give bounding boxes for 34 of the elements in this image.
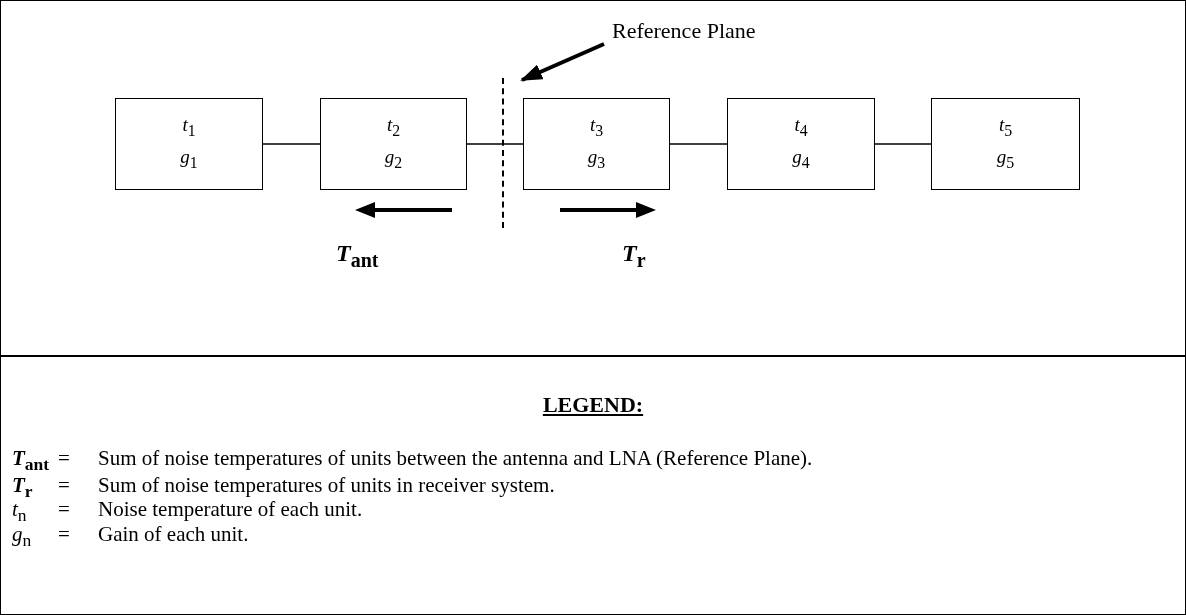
unit-symbol: g$_{1}$ — [180, 145, 198, 173]
equals-sign: = — [58, 497, 70, 522]
equals-sign: = — [58, 522, 70, 547]
legend-definition: Sum of noise temperatures of units between the antenna and LNA (Reference Plane). — [98, 446, 813, 471]
unit-box — [115, 98, 263, 190]
connector-line — [874, 143, 932, 145]
equals-sign: = — [58, 473, 70, 498]
connector-line — [466, 143, 524, 145]
connector-line — [669, 143, 728, 145]
reference-plane-line — [502, 78, 506, 228]
unit-box — [523, 98, 670, 190]
symbol-label: T$_{ant}$ — [336, 240, 379, 272]
unit-symbol: g$_{3}$ — [587, 145, 606, 173]
plane-label: Reference Plane — [612, 18, 822, 48]
equals-sign: = — [58, 446, 70, 471]
legend-symbol: T$_{ant}$ — [12, 446, 50, 476]
unit-symbol: t$_{4}$ — [794, 113, 808, 141]
leader-arrow — [520, 42, 605, 82]
unit-symbol: g$_{4}$ — [792, 145, 810, 173]
legend-definition: Sum of noise temperatures of units in receiver system. — [98, 473, 555, 498]
unit-symbol: t$_{2}$ — [386, 113, 401, 141]
unit-box — [320, 98, 467, 190]
symbol-label: T$_{r}$ — [622, 240, 646, 272]
connector-line — [262, 143, 321, 145]
unit-box — [727, 98, 875, 190]
unit-symbol: g$_{2}$ — [384, 145, 403, 173]
legend-definition: Gain of each unit. — [98, 522, 249, 547]
unit-symbol: t$_{3}$ — [589, 113, 604, 141]
unit-box — [931, 98, 1080, 190]
unit-symbol: g$_{5}$ — [996, 145, 1015, 173]
unit-symbol: t$_{1}$ — [182, 113, 196, 141]
legend-heading: LEGEND: — [541, 392, 645, 418]
unit-symbol: t$_{5}$ — [998, 113, 1013, 141]
legend-definition: Noise temperature of each unit. — [98, 497, 363, 522]
